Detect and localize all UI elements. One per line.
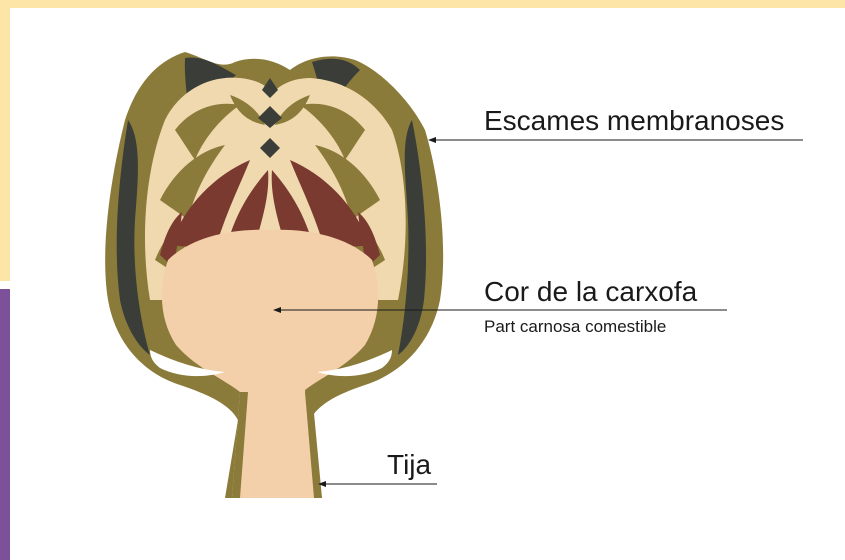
label-heart: Cor de la carxofa [484, 276, 697, 308]
label-stem: Tija [387, 449, 431, 481]
leader-arrow-scales [428, 137, 436, 143]
label-scales: Escames membranoses [484, 105, 784, 137]
label-heart-subtitle: Part carnosa comestible [484, 317, 666, 337]
